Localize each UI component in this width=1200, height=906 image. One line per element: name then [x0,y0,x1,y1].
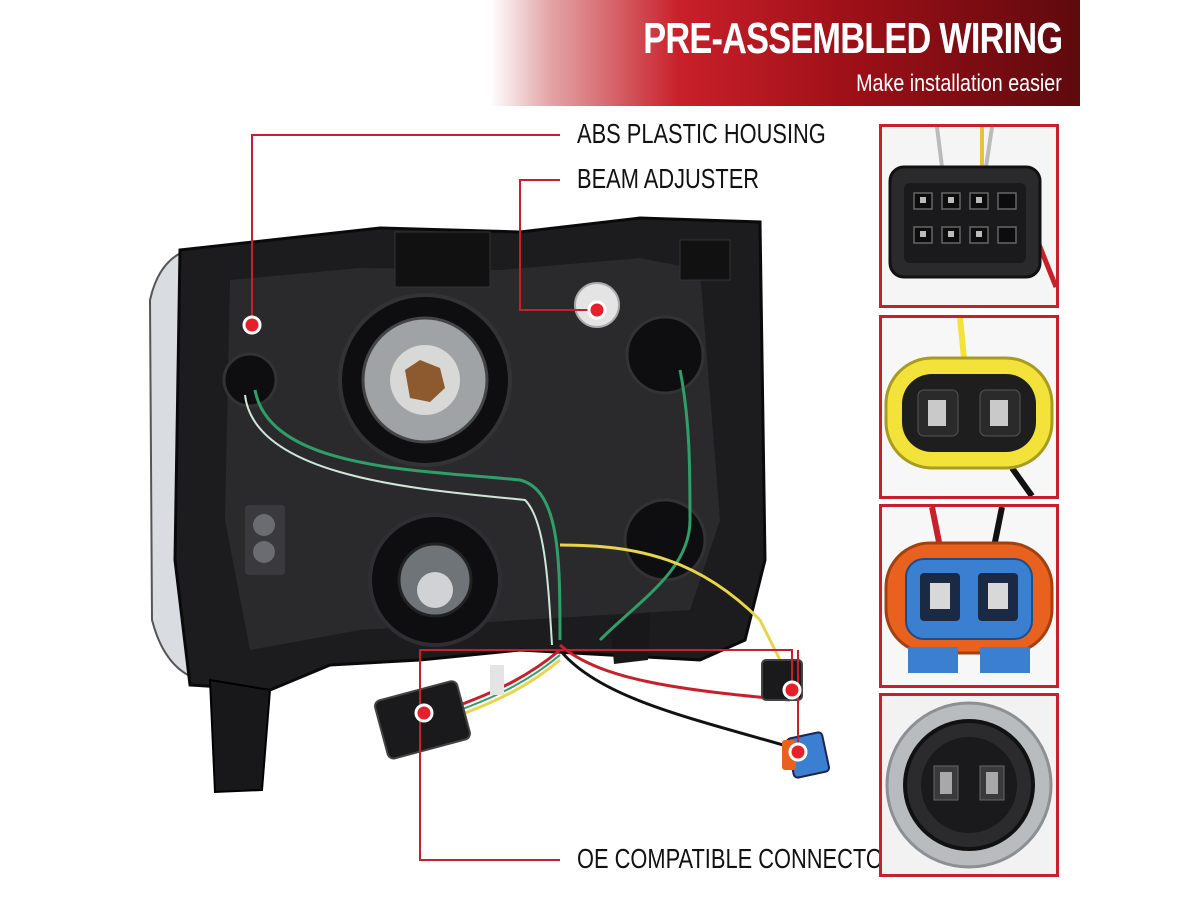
multi-pin-connector-icon [882,127,1056,305]
callout-connectors-label: OE COMPATIBLE CONNECTORS [577,843,914,874]
banner-subtitle: Make installation easier [856,70,1062,97]
two-pin-socket-icon [882,507,1056,685]
feature-banner: PRE-ASSEMBLED WIRING Make installation e… [490,0,1080,106]
callout-beam-adjuster-label: BEAM ADJUSTER [577,163,760,194]
inset-round-socket [879,693,1059,877]
inset-8pin-connector [879,124,1059,308]
inset-yellow-connector [879,315,1059,499]
banner-title: PRE-ASSEMBLED WIRING [642,14,1063,63]
callout-housing-label: ABS PLASTIC HOUSING [577,118,826,149]
callout-lines [251,134,799,861]
round-socket-icon [882,696,1056,874]
callout-markers [242,300,808,762]
two-pin-plug-icon [882,318,1056,496]
inset-blue-orange-connector [879,504,1059,688]
